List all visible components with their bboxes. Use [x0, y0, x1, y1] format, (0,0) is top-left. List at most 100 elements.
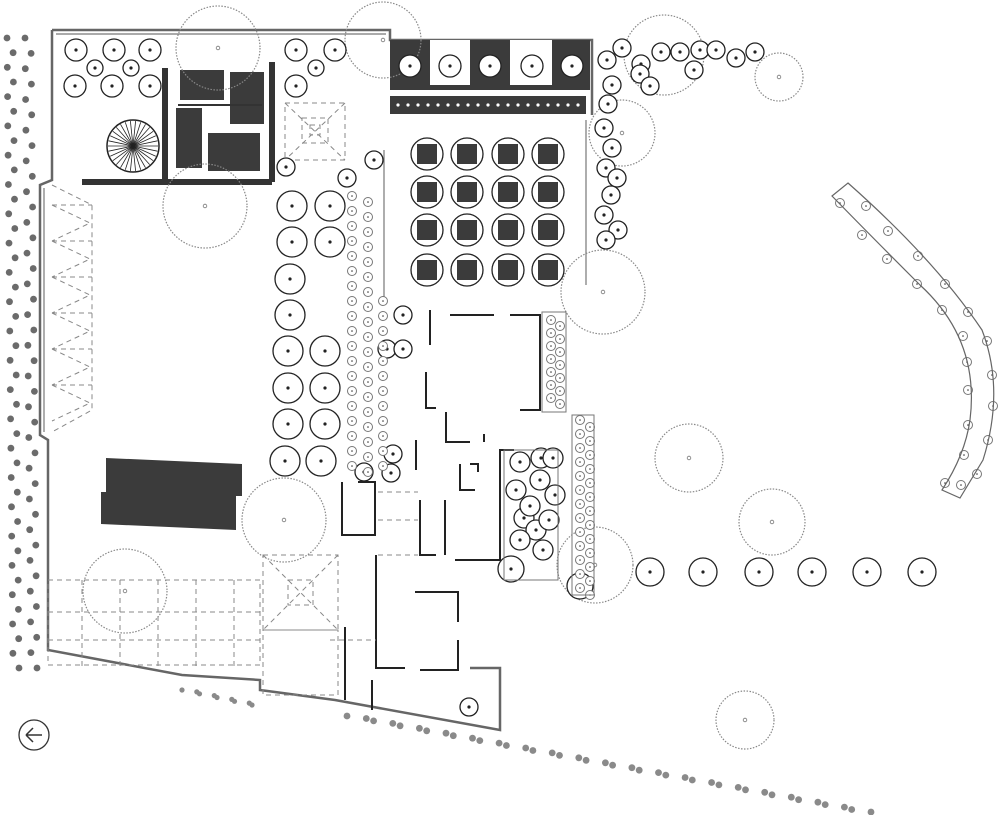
hedge-shrub	[12, 342, 20, 350]
planter-tree	[450, 175, 484, 209]
shrub	[861, 201, 871, 211]
shrub	[378, 371, 388, 381]
tree	[393, 305, 413, 325]
tree	[907, 557, 937, 587]
hedge-shrub	[10, 137, 18, 145]
shrub	[585, 464, 595, 474]
hedge-shrub	[27, 649, 35, 656]
tree	[309, 372, 341, 404]
hedge-shrub	[13, 488, 21, 496]
tree	[100, 74, 124, 98]
shrub	[363, 362, 373, 372]
shrub	[585, 548, 595, 558]
shrub	[363, 347, 373, 357]
tree	[612, 38, 632, 58]
hedge-shrub	[11, 225, 19, 232]
tree	[438, 54, 462, 78]
hedge-shrub	[22, 96, 29, 103]
shrub	[575, 513, 585, 523]
shrub	[940, 279, 950, 289]
tree	[102, 38, 126, 62]
hedge-shrub	[9, 620, 16, 628]
hedge-shrub	[582, 756, 590, 764]
tree	[86, 59, 104, 77]
hedge-rows	[3, 34, 875, 815]
garden-pavilions	[82, 62, 275, 185]
shrub	[555, 399, 565, 409]
hedge-shrub	[8, 532, 16, 540]
hedge-shrub	[14, 547, 22, 555]
shrub	[363, 227, 373, 237]
shrub	[363, 272, 373, 282]
shrub	[585, 478, 595, 488]
hedge-shrub	[24, 372, 32, 380]
tree	[364, 150, 384, 170]
hedge-shrub	[495, 739, 503, 747]
shrub-rows	[347, 191, 998, 600]
hedge-shrub	[29, 234, 37, 242]
hedge-shrub	[31, 480, 39, 487]
shrub	[347, 461, 357, 471]
hedge-shrub	[841, 803, 848, 811]
hedge-shrub	[795, 796, 802, 804]
shrub	[585, 576, 595, 586]
planter-tree	[531, 213, 565, 247]
hedge-shrub	[14, 518, 21, 525]
tree	[519, 495, 541, 517]
tree	[544, 484, 566, 506]
west-arcade	[51, 184, 93, 433]
shrub	[378, 446, 388, 456]
hedge-shrub	[8, 503, 15, 511]
planter-tree	[491, 175, 525, 209]
tree	[509, 451, 531, 473]
shrub	[883, 226, 893, 236]
tree	[852, 557, 882, 587]
shrub	[363, 332, 373, 342]
tree	[640, 76, 660, 96]
tree-canopy	[82, 548, 168, 634]
tree	[607, 168, 627, 188]
hedge-shrub	[5, 269, 13, 276]
tree	[274, 263, 306, 295]
shrub	[378, 296, 388, 306]
shrub	[575, 443, 585, 453]
tree	[596, 230, 616, 250]
hedge-shrub	[22, 157, 30, 165]
hedge-shrub	[33, 603, 40, 610]
central-rooms	[341, 310, 541, 710]
hedge-shrub	[12, 313, 20, 320]
shrub	[575, 471, 585, 481]
shrub	[585, 506, 595, 516]
shrub	[585, 450, 595, 460]
shrub	[857, 230, 867, 240]
hedge-shrub	[362, 715, 370, 722]
shrub	[363, 467, 373, 477]
hedge-shrub	[9, 649, 17, 657]
tree-canopy	[175, 5, 261, 91]
shrub	[347, 311, 357, 321]
tree	[272, 372, 304, 404]
shrub	[347, 401, 357, 411]
hedge-shrub	[25, 403, 32, 411]
shrub	[363, 302, 373, 312]
hedge-shrub	[23, 188, 30, 196]
hedge-shrub	[503, 742, 510, 749]
tree	[269, 445, 301, 477]
tree-canopy	[715, 690, 775, 750]
hedge-shrub	[442, 729, 450, 737]
hedge-shrub	[33, 664, 41, 672]
hedge-shrub	[681, 774, 689, 781]
shrub	[546, 367, 556, 377]
hedge-shrub	[761, 788, 769, 796]
north-arrow-icon	[18, 719, 50, 751]
shrub	[347, 266, 357, 276]
shrub	[585, 422, 595, 432]
shrub	[546, 315, 556, 325]
tree	[542, 447, 564, 469]
hedge-shrub	[3, 34, 11, 42]
shrub	[347, 356, 357, 366]
hedge-shrub	[26, 587, 34, 595]
planter-tree	[450, 137, 484, 171]
planter-tree	[410, 137, 444, 171]
tree	[305, 445, 337, 477]
